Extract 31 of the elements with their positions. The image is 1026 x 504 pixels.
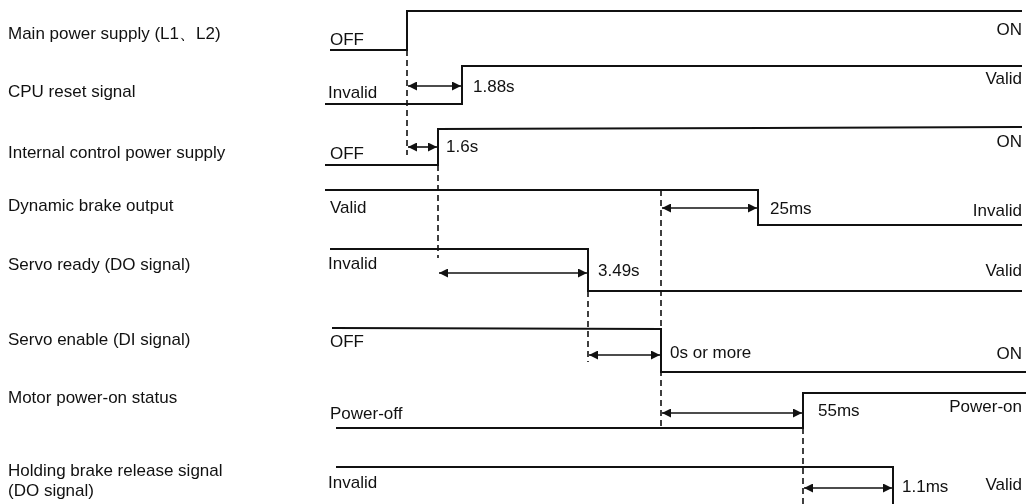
state-label: OFF [330,30,364,50]
state-label: Valid [985,261,1022,281]
duration-label: 3.49s [598,261,640,281]
state-label: Invalid [328,473,378,493]
state-label: Power-off [330,404,403,424]
signal-name: Dynamic brake output [8,196,174,216]
state-label: Valid [985,69,1022,89]
duration-label: 55ms [818,401,860,421]
signal-name: Holding brake release signal (DO signal) [8,461,223,501]
state-label: Invalid [972,201,1022,221]
signal-name: Servo enable (DI signal) [8,330,191,350]
signal-name: Servo ready (DO signal) [8,255,191,275]
signal-name: Internal control power supply [8,143,226,163]
state-label: Power-on [949,397,1022,417]
state-label: OFF [330,144,364,164]
duration-label: 1.1ms [902,477,949,497]
duration-label: 25ms [770,199,812,219]
state-label: OFF [330,332,364,352]
state-label: Invalid [328,83,378,103]
signal-name: CPU reset signal [8,82,136,102]
state-label: Valid [985,475,1022,495]
state-label: ON [996,132,1022,152]
signal-name: Main power supply (L1、L2) [8,24,221,44]
state-label: ON [996,344,1022,364]
state-label: Valid [330,198,367,218]
duration-label: 1.6s [446,137,479,157]
state-label: Invalid [328,254,378,274]
duration-label: 0s or more [670,343,752,363]
signal-name: Motor power-on status [8,388,178,408]
state-label: ON [996,20,1022,40]
duration-label: 1.88s [473,77,515,97]
